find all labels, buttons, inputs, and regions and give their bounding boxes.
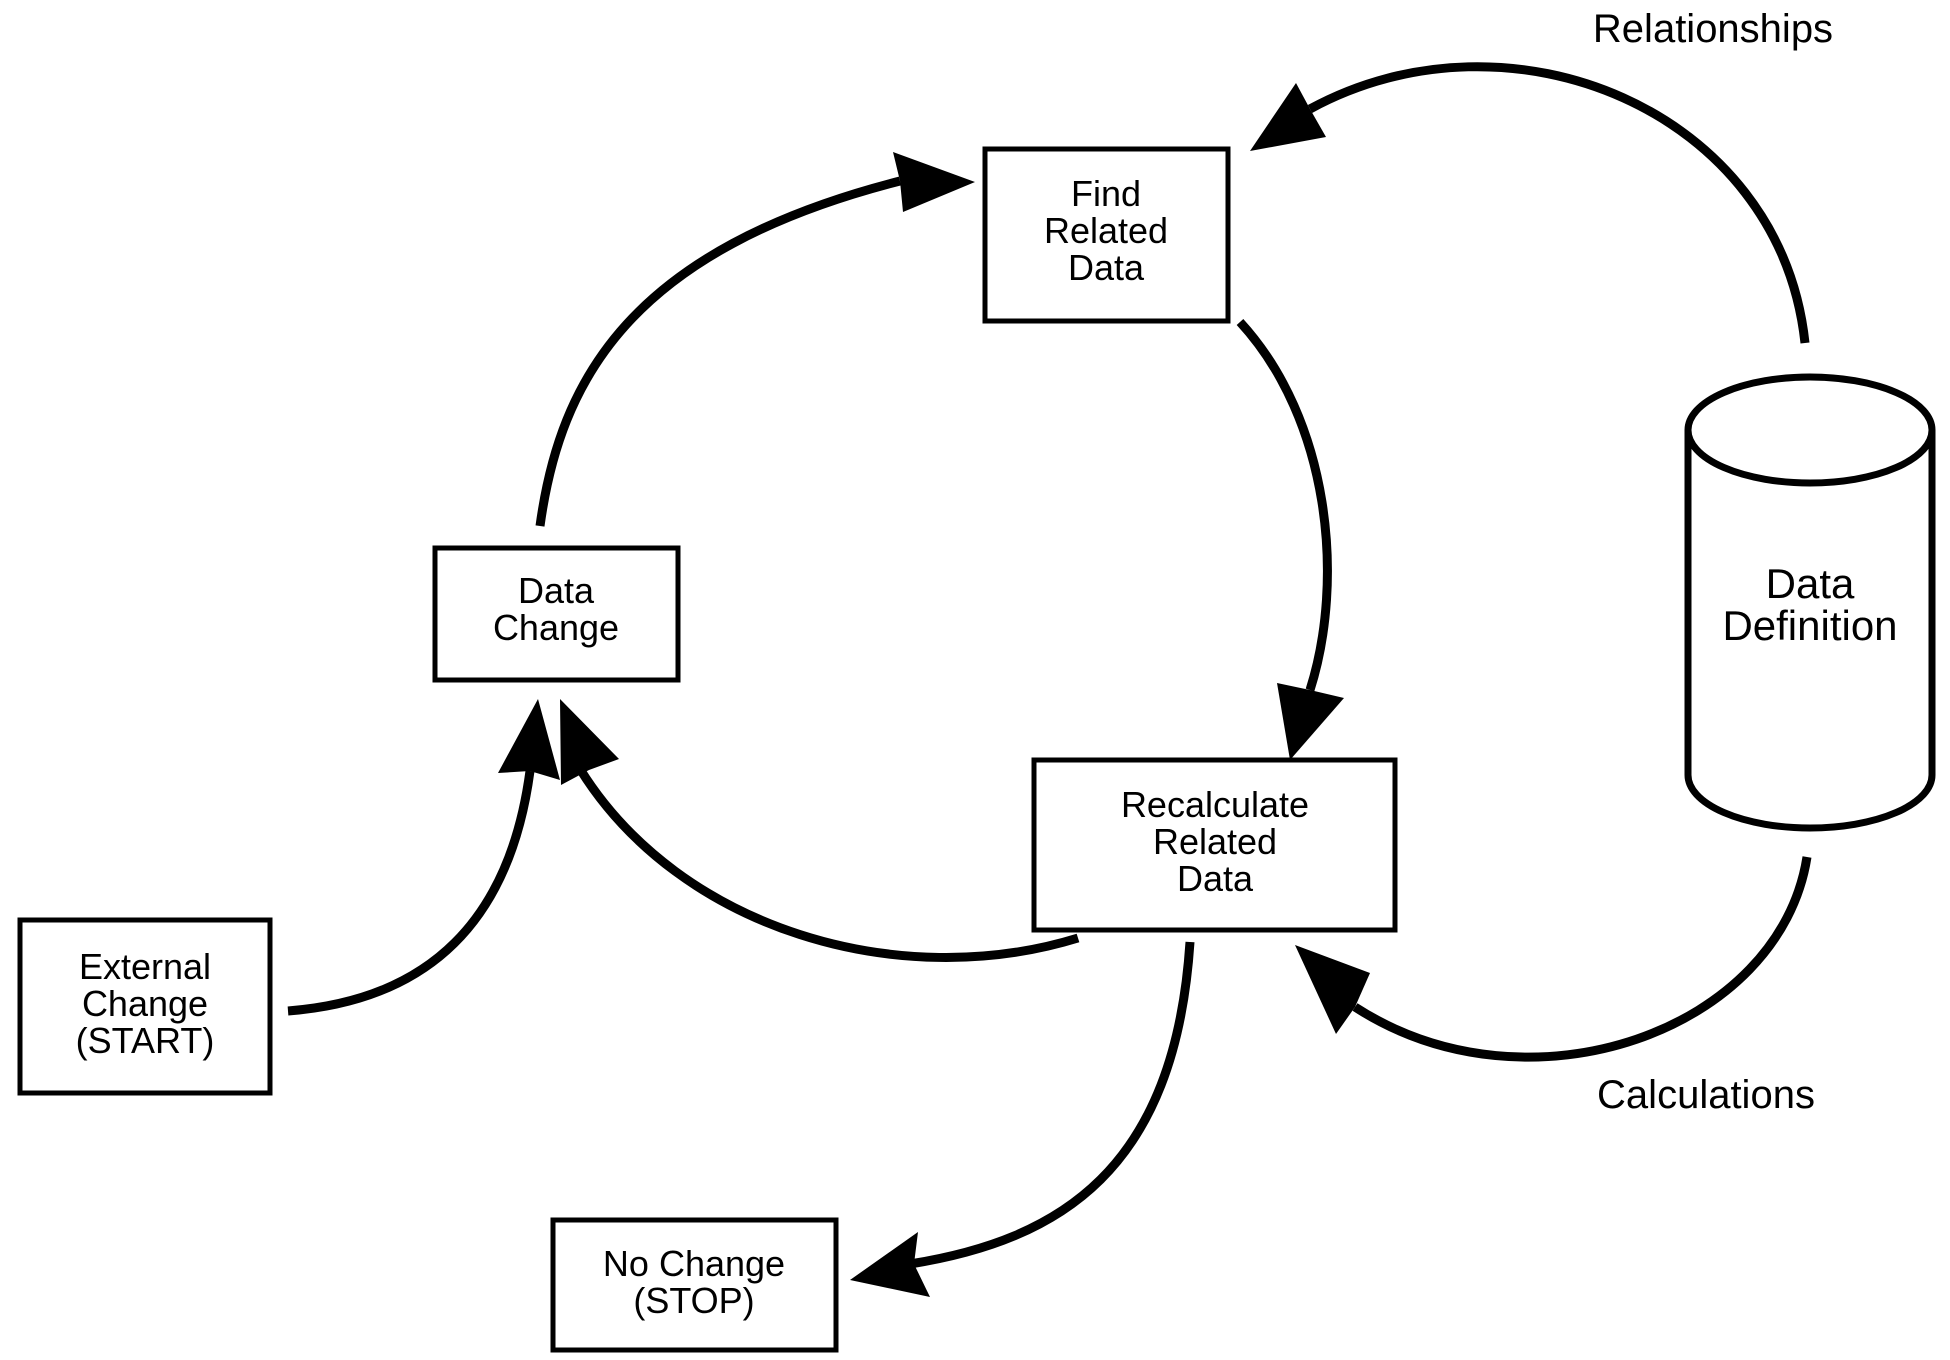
cylinder-top xyxy=(1684,373,1936,487)
node-data-definition-cylinder: Data Definition xyxy=(1684,373,1936,832)
cylinder-body xyxy=(1684,430,1936,832)
node-recalculate-related-data: Recalculate Related Data xyxy=(1031,757,1398,933)
arrow-find-to-recalculate xyxy=(1236,318,1344,760)
node-no-change-stop: No Change (STOP) xyxy=(550,1217,839,1353)
arrow-datachange-to-find xyxy=(535,152,975,527)
node-nochange-line-1: No Change xyxy=(603,1243,785,1284)
node-datachange-line-1: Data xyxy=(518,570,595,611)
arrow-recalculate-to-nochange xyxy=(850,941,1195,1297)
edge-label-relationships: Relationships xyxy=(1593,7,1833,51)
node-external-line-2: Change xyxy=(82,983,208,1024)
node-external-change-start: External Change (START) xyxy=(17,917,273,1096)
node-datachange-line-2: Change xyxy=(493,607,619,648)
node-find-line-3: Data xyxy=(1068,247,1145,288)
node-find-line-1: Find xyxy=(1071,173,1141,214)
edge-label-calculations: Calculations xyxy=(1597,1073,1815,1117)
arrow-external-to-datachange xyxy=(287,699,560,1016)
node-data-change: Data Change xyxy=(432,545,681,683)
node-find-line-2: Related xyxy=(1044,210,1168,251)
node-find-related-data: Find Related Data xyxy=(982,146,1231,324)
node-recalc-line-1: Recalculate xyxy=(1121,784,1309,825)
node-datadef-line-1: Data xyxy=(1766,560,1855,607)
node-nochange-line-2: (STOP) xyxy=(633,1280,754,1321)
node-external-line-1: External xyxy=(79,946,211,987)
node-recalc-line-3: Data xyxy=(1177,858,1254,899)
arrow-datadefinition-to-recalculate xyxy=(1295,856,1812,1062)
node-datadef-line-2: Definition xyxy=(1722,602,1897,649)
node-external-line-3: (START) xyxy=(76,1020,215,1061)
arrow-recalculate-to-datachange xyxy=(560,699,1080,962)
arrow-datadefinition-to-find xyxy=(1250,62,1810,344)
node-recalc-line-2: Related xyxy=(1153,821,1277,862)
